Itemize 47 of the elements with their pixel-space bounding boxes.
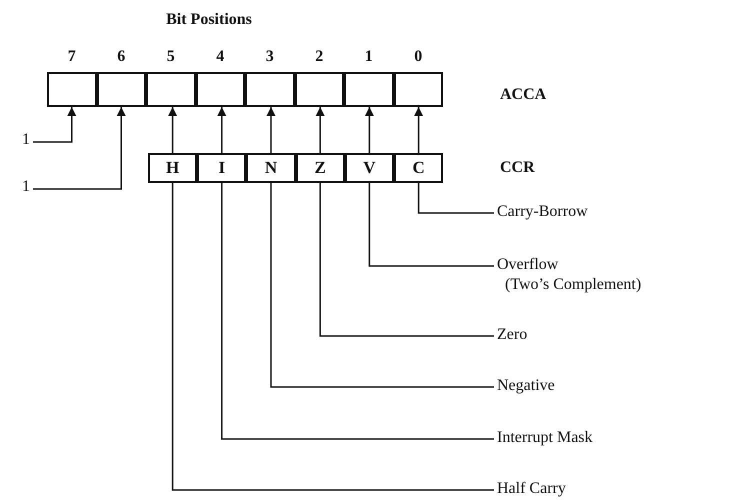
arrow — [266, 107, 276, 153]
flag-description: Half Carry — [497, 479, 566, 499]
arrow — [33, 107, 76, 143]
bit-number: 4 — [215, 47, 226, 67]
flag-description: Interrupt Mask — [497, 428, 593, 448]
leader-line — [270, 183, 494, 388]
register-bit-cell — [294, 72, 344, 107]
flag-description: Carry-Borrow — [497, 202, 588, 222]
leader-line — [172, 183, 494, 491]
flag-description: Overflow (Two’s Complement) — [497, 255, 642, 295]
bit-number: 0 — [413, 47, 424, 67]
leader-line — [221, 183, 494, 440]
leader-line — [418, 183, 494, 214]
bit-number: 3 — [264, 47, 275, 67]
arrow — [217, 107, 226, 153]
register-bit-cell — [196, 72, 245, 107]
arrow — [414, 107, 424, 153]
register-bit-cell — [344, 72, 394, 107]
register-label: CCR — [500, 158, 535, 178]
flag-description: Negative — [497, 376, 555, 396]
bit-number: 1 — [364, 47, 374, 67]
flag-bit-cell: H — [148, 153, 198, 183]
flag-bit-cell: V — [344, 153, 394, 183]
leader-line — [368, 183, 494, 267]
bit-number: 2 — [314, 47, 324, 67]
flag-bit-cell: C — [394, 153, 444, 183]
flag-bit-cell: N — [246, 153, 296, 183]
register-bit-cell — [146, 72, 196, 107]
arrow — [33, 107, 126, 190]
bit-number: 7 — [66, 47, 77, 67]
register-bit-cell — [245, 72, 294, 107]
flag-description: Zero — [497, 325, 528, 345]
register-bit-cell — [394, 72, 443, 107]
arrow — [364, 107, 374, 153]
heading: Bit Positions — [165, 10, 253, 30]
bit-number: 5 — [166, 47, 176, 67]
register-label: ACCA — [500, 85, 546, 105]
bit-value: 1 — [22, 177, 30, 197]
register-bit-cell — [96, 72, 146, 107]
register-bit-cell — [47, 72, 96, 107]
leader-line — [319, 183, 494, 337]
flag-bit-cell: Z — [296, 153, 345, 183]
bit-value: 1 — [22, 130, 30, 150]
arrow — [316, 107, 325, 153]
arrow — [168, 107, 178, 153]
bit-number: 6 — [116, 47, 126, 67]
flag-bit-cell: I — [197, 153, 246, 183]
